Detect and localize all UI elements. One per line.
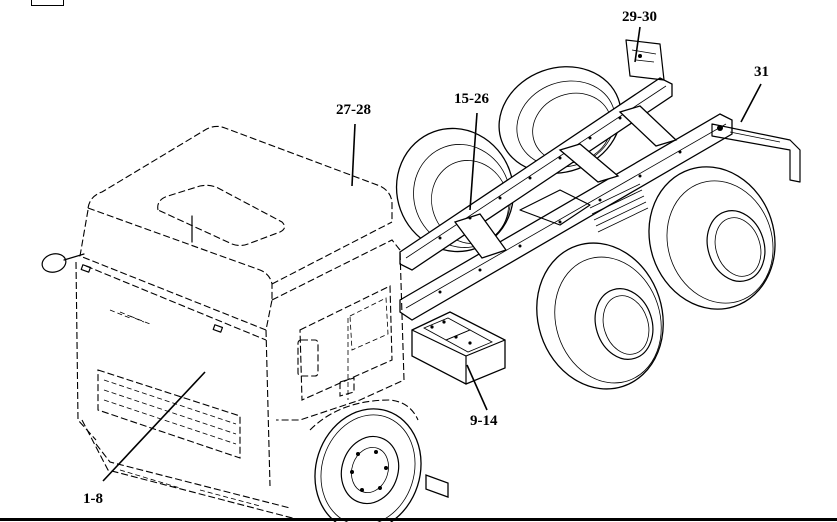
callout-battery-box: 9-14: [470, 413, 498, 429]
cab-drawing: [41, 125, 419, 521]
chassis-frame: [399, 77, 733, 321]
leaf-spring: [589, 183, 649, 233]
callout-rear-bracket-right: 31: [754, 64, 769, 80]
rear-bracket-left-drawing: [625, 39, 665, 81]
leader-9-14: [466, 364, 488, 411]
rear-bracket-right-drawing: [711, 123, 801, 183]
battery-box-drawing: [411, 311, 506, 498]
leader-31: [740, 83, 762, 123]
leader-29-30: [634, 26, 641, 63]
leader-lines: [102, 26, 762, 482]
callout-cab-mount: 27-28: [336, 102, 371, 118]
bottom-rule: [0, 518, 837, 521]
leader-27-28: [351, 123, 356, 187]
leader-15-26: [469, 112, 478, 211]
frame-rivets: [438, 116, 682, 294]
front-wheel: [314, 408, 422, 522]
callout-cab: 1-8: [83, 491, 103, 507]
callout-frame: 15-26: [454, 91, 489, 107]
callout-rear-bracket-left: 29-30: [622, 9, 657, 25]
leader-1-8: [102, 371, 206, 482]
rear-wheel-near-rear: [648, 166, 776, 310]
rear-wheel-near-front: [536, 242, 664, 390]
figure-frame-box: [31, 0, 64, 6]
